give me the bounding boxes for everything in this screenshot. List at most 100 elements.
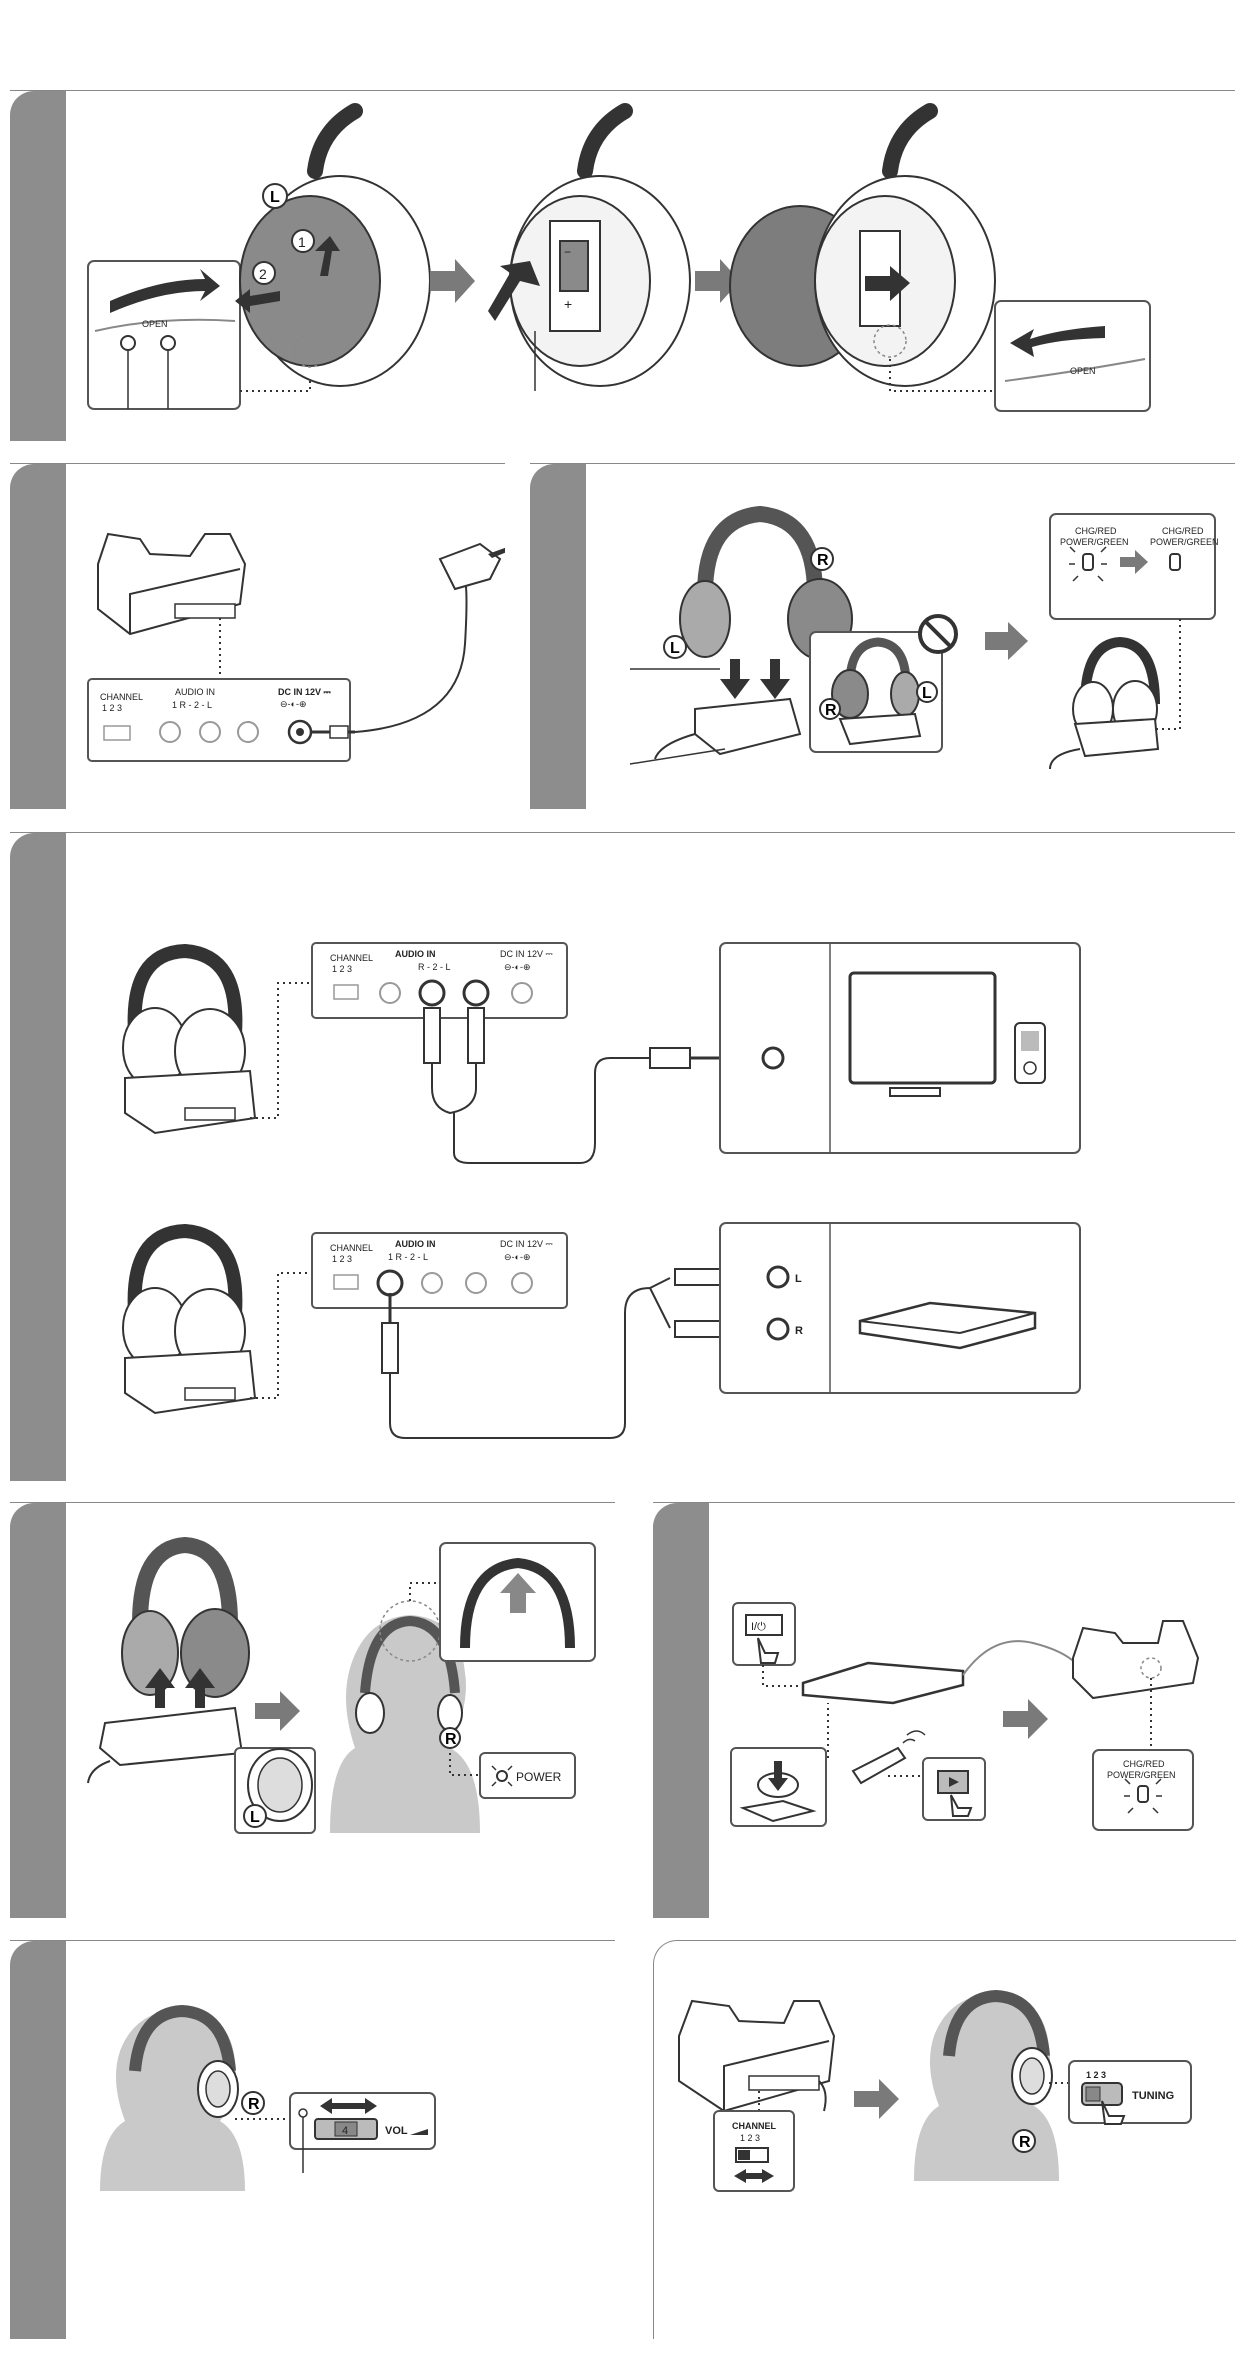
right-mark-label: R xyxy=(1019,2134,1031,2151)
audio-in-sub: 1 R - 2 - L xyxy=(172,700,212,710)
dc-polarity: ⊖-◐-⊕ xyxy=(280,699,307,709)
headphone-jack xyxy=(763,1048,783,1068)
playback-illustration: I/⏻ CHG/RED POWER/GREEN xyxy=(653,1503,1235,1918)
remote-icon xyxy=(853,1748,905,1783)
plug-in-arrow-icon xyxy=(488,540,505,558)
battery-illustration: OPEN L 1 2 − + xyxy=(10,91,1235,441)
output-r-label: R xyxy=(795,1325,803,1337)
right-mark-label: R xyxy=(248,2096,260,2113)
dc-polarity-2: ⊖-◐-⊕ xyxy=(504,1252,531,1262)
channel-switch xyxy=(334,985,358,999)
close-dial-zoom xyxy=(995,301,1150,411)
adaptor-cable xyxy=(355,579,467,732)
channel-nums: 1 2 3 xyxy=(332,964,352,974)
stand xyxy=(695,699,800,754)
chg-red-label: CHG/RED xyxy=(1075,526,1117,536)
charging-illustration: L R R L CHG/RED POWER/GREEN CHG/RED POWE… xyxy=(530,464,1235,809)
chg-red-label-2: CHG/RED xyxy=(1162,526,1204,536)
dc-polarity: ⊖-◐-⊕ xyxy=(504,962,531,972)
dc-in-label: DC IN 12V ⎓ xyxy=(278,687,332,697)
left-mark-label: L xyxy=(670,640,680,657)
channel-nums-2: 1 2 3 xyxy=(332,1254,352,1264)
minus-mark-icon xyxy=(121,336,135,350)
audio-in-sub: R - 2 - L xyxy=(418,962,451,972)
chg-red-label: CHG/RED xyxy=(1123,1759,1165,1769)
connection-illustration: CHANNEL 1 2 3 AUDIO IN R - 2 - L DC IN 1… xyxy=(10,833,1235,1481)
channel-label: CHANNEL xyxy=(100,692,143,702)
rca-plug-out-r xyxy=(675,1321,720,1337)
mini-plug-top xyxy=(650,1048,690,1068)
power-green-label: POWER/GREEN xyxy=(1060,537,1129,547)
volume-value: 4 xyxy=(342,2125,348,2137)
power-led-icon xyxy=(497,1771,507,1781)
next-arrow-icon xyxy=(430,259,475,303)
battery-plus: + xyxy=(564,296,572,312)
step1-label: 1 xyxy=(298,234,306,250)
panel-wearing: L R POWER xyxy=(10,1502,615,1918)
panel-tuning: CHANNEL 1 2 3 R 1 2 3 TUNING xyxy=(653,1940,1236,2339)
left-mark-label: L xyxy=(250,1809,260,1826)
stand-top xyxy=(125,1071,255,1133)
stand-charged xyxy=(1075,719,1158,756)
dc-in-label: DC IN 12V ⎓ xyxy=(500,949,553,959)
down-arrow-icon-2 xyxy=(760,659,790,699)
device-box-bottom xyxy=(720,1223,1080,1393)
earcup-l xyxy=(680,581,730,657)
rca-plug-out-l xyxy=(675,1269,720,1285)
volume-label: VOL xyxy=(385,2125,408,2137)
battery-minus: − xyxy=(564,245,571,259)
audio-in-label: AUDIO IN xyxy=(175,687,215,697)
minus-mark-icon-2 xyxy=(161,336,175,350)
volume-illustration: R 4 VOL xyxy=(10,1941,615,2339)
dc-plug xyxy=(330,726,348,738)
channel-label: CHANNEL xyxy=(330,953,373,963)
down-arrow-icon xyxy=(720,659,750,699)
left-mark-label-2: L xyxy=(922,685,932,702)
right-mark-label-2: R xyxy=(825,702,837,719)
open-label-2: OPEN xyxy=(1070,366,1096,376)
audio-in-label: AUDIO IN xyxy=(395,949,436,959)
rca-plug-l xyxy=(468,1008,484,1063)
dvd-player-icon xyxy=(803,1663,963,1703)
device-cable xyxy=(963,1641,1083,1675)
jack-l-active xyxy=(464,981,488,1005)
next-arrow-icon xyxy=(255,1691,300,1731)
power-label: POWER xyxy=(516,1770,562,1784)
panel-battery-install: OPEN L 1 2 − + xyxy=(10,90,1235,441)
tuning-label: TUNING xyxy=(1132,2090,1174,2102)
stand xyxy=(1073,1621,1198,1698)
tuning-nums: 1 2 3 xyxy=(1086,2070,1106,2080)
mini-plug-bottom xyxy=(382,1323,398,1373)
open-label: OPEN xyxy=(142,319,168,329)
indicator-led-off xyxy=(1170,554,1180,570)
adaptor-illustration: CHANNEL 1 2 3 AUDIO IN 1 R - 2 - L DC IN… xyxy=(10,464,505,809)
channel-nums: 1 2 3 xyxy=(102,703,122,713)
next-arrow-icon xyxy=(854,2079,899,2119)
panel-charging: L R R L CHG/RED POWER/GREEN CHG/RED POWE… xyxy=(530,463,1235,809)
output-l-label: L xyxy=(795,1273,802,1285)
right-mark-label: R xyxy=(817,552,829,569)
power-button-label: I/⏻ xyxy=(751,1621,766,1633)
step2-label: 2 xyxy=(259,266,267,282)
tv-icon xyxy=(850,973,995,1083)
panel-connection: CHANNEL 1 2 3 AUDIO IN R - 2 - L DC IN 1… xyxy=(10,832,1235,1481)
channel-switch xyxy=(104,726,130,740)
audio-in-label-2: AUDIO IN xyxy=(395,1239,436,1249)
left-mark-label: L xyxy=(270,189,280,206)
panel-playback: I/⏻ CHG/RED POWER/GREEN xyxy=(653,1502,1235,1918)
panel-volume: R 4 VOL xyxy=(10,1940,615,2339)
stereo-cable-top xyxy=(454,1058,650,1163)
headband xyxy=(705,514,815,594)
audio-in-sub-2: 1 R - 2 - L xyxy=(388,1252,428,1262)
channel-label: CHANNEL xyxy=(732,2121,777,2131)
stand xyxy=(100,1708,242,1765)
open-dial-zoom xyxy=(88,261,240,409)
tuning-illustration: CHANNEL 1 2 3 R 1 2 3 TUNING xyxy=(654,1941,1236,2339)
next-arrow-icon xyxy=(1003,1699,1048,1739)
output-jack-r xyxy=(768,1319,788,1339)
indicator-led-lit xyxy=(1083,554,1093,570)
channel-nums: 1 2 3 xyxy=(740,2133,760,2143)
jack-r-active xyxy=(420,981,444,1005)
panel-ac-adaptor: CHANNEL 1 2 3 AUDIO IN 1 R - 2 - L DC IN… xyxy=(10,463,505,809)
indicator-led-lit xyxy=(1138,1786,1148,1802)
